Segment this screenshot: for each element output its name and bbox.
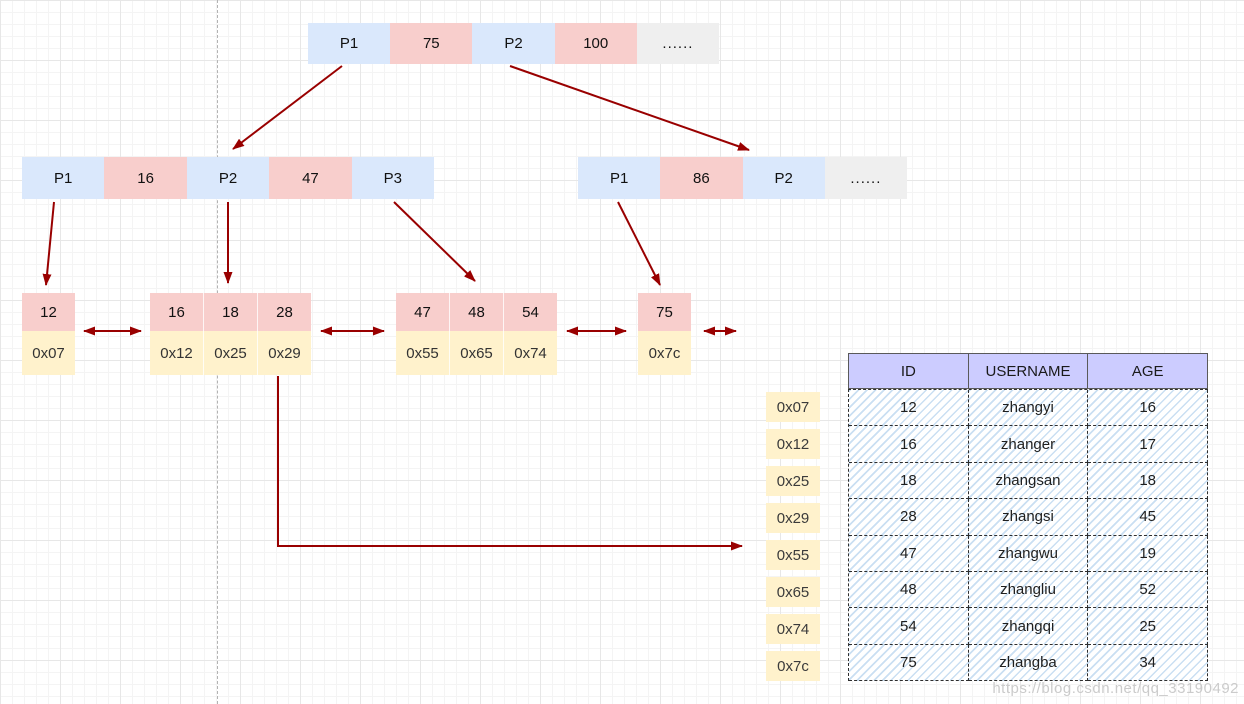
table-cell: 12 <box>849 390 969 427</box>
address-label: 0x29 <box>766 503 820 533</box>
p1-to-leaf4-arrow <box>617 201 661 286</box>
address-label: 0x07 <box>766 392 820 422</box>
table-cell: zhangwu <box>968 535 1089 572</box>
address-label: 0x74 <box>766 614 820 644</box>
leaf-address-row: 0x07 <box>22 331 75 375</box>
node-cell-P1: P1 <box>22 157 105 199</box>
node-cell-86: 86 <box>660 157 743 199</box>
table-cell: 16 <box>849 426 969 463</box>
root-to-left-child-arrow <box>232 65 343 150</box>
node-cell-P1: P1 <box>308 23 391 64</box>
table-cell: 75 <box>849 644 969 682</box>
leaf-address-cell: 0x25 <box>203 331 257 375</box>
leaf-key-cell: 18 <box>203 293 257 331</box>
table-cell: 18 <box>1088 462 1209 500</box>
table-cell: 18 <box>849 462 969 500</box>
table-cell: 47 <box>849 535 969 572</box>
table-cell: 16 <box>1088 390 1209 427</box>
leaf-address-cell: 0x74 <box>503 331 557 375</box>
leaf-key-cell: 28 <box>257 293 311 331</box>
table-cell: 28 <box>849 499 969 536</box>
node-cell-P3: P3 <box>351 157 435 199</box>
leaf-address-row: 0x7c <box>638 331 691 375</box>
table-cell: zhanger <box>968 426 1089 463</box>
root-to-right-child-arrow <box>509 65 750 151</box>
table-cell: zhangsan <box>968 462 1089 500</box>
node-cell-47: 47 <box>269 157 352 199</box>
table-cell: zhangyi <box>968 390 1089 427</box>
table-header-cell: USERNAME <box>967 354 1088 388</box>
leaf-address-cell: 0x07 <box>22 331 75 375</box>
table-cell: zhangsi <box>968 499 1089 536</box>
table-cell: 54 <box>849 608 969 645</box>
address-label: 0x12 <box>766 429 820 459</box>
leaf-key-cell: 48 <box>449 293 503 331</box>
table-header-cell: ID <box>849 354 968 388</box>
watermark: https://blog.csdn.net/qq_33190492 <box>992 680 1239 697</box>
node-cell-16: 16 <box>104 157 187 199</box>
node-cell-100: 100 <box>554 23 637 64</box>
address-label: 0x65 <box>766 577 820 607</box>
leaf-key-cell: 12 <box>22 293 75 331</box>
node-cell-dotdotdotdotdotdot: ...... <box>824 157 907 199</box>
node-cell-P2: P2 <box>186 157 270 199</box>
leaf-address-cell: 0x29 <box>257 331 311 375</box>
node-cell-75: 75 <box>390 23 473 64</box>
table-cell: 34 <box>1088 644 1209 682</box>
address-label: 0x7c <box>766 651 820 681</box>
address-label: 0x25 <box>766 466 820 496</box>
leaf-key-cell: 75 <box>638 293 691 331</box>
table-header-cell: AGE <box>1087 354 1208 388</box>
table-cell: 52 <box>1088 571 1209 609</box>
table-cell: zhangqi <box>968 608 1089 645</box>
table-cell: 48 <box>849 571 969 609</box>
p3-to-leaf3-arrow <box>393 201 476 282</box>
leaf-key-cell: 47 <box>396 293 449 331</box>
leaf-to-row-address-arrow <box>277 376 743 551</box>
table-cell: zhangliu <box>968 571 1089 609</box>
leaf-key-row: 12 <box>22 293 75 331</box>
address-label: 0x55 <box>766 540 820 570</box>
leaf-address-cell: 0x55 <box>396 331 449 375</box>
table-cell: 17 <box>1088 426 1209 463</box>
node-cell-dotdotdotdotdotdot: ...... <box>636 23 720 64</box>
node-cell-P1: P1 <box>578 157 661 199</box>
table-cell: zhangba <box>968 644 1089 682</box>
leaf-address-cell: 0x12 <box>150 331 203 375</box>
node-cell-P2: P2 <box>472 23 555 64</box>
node-cell-P2: P2 <box>742 157 825 199</box>
p1-to-leaf1-arrow <box>42 201 55 286</box>
table-cell: 19 <box>1088 535 1209 572</box>
leaf-key-cell: 54 <box>503 293 557 331</box>
table-cell: 25 <box>1088 608 1209 645</box>
leaf-address-cell: 0x65 <box>449 331 503 375</box>
leaf-address-cell: 0x7c <box>638 331 691 375</box>
table-cell: 45 <box>1088 499 1209 536</box>
leaf-key-cell: 16 <box>150 293 203 331</box>
leaf-key-row: 75 <box>638 293 691 331</box>
